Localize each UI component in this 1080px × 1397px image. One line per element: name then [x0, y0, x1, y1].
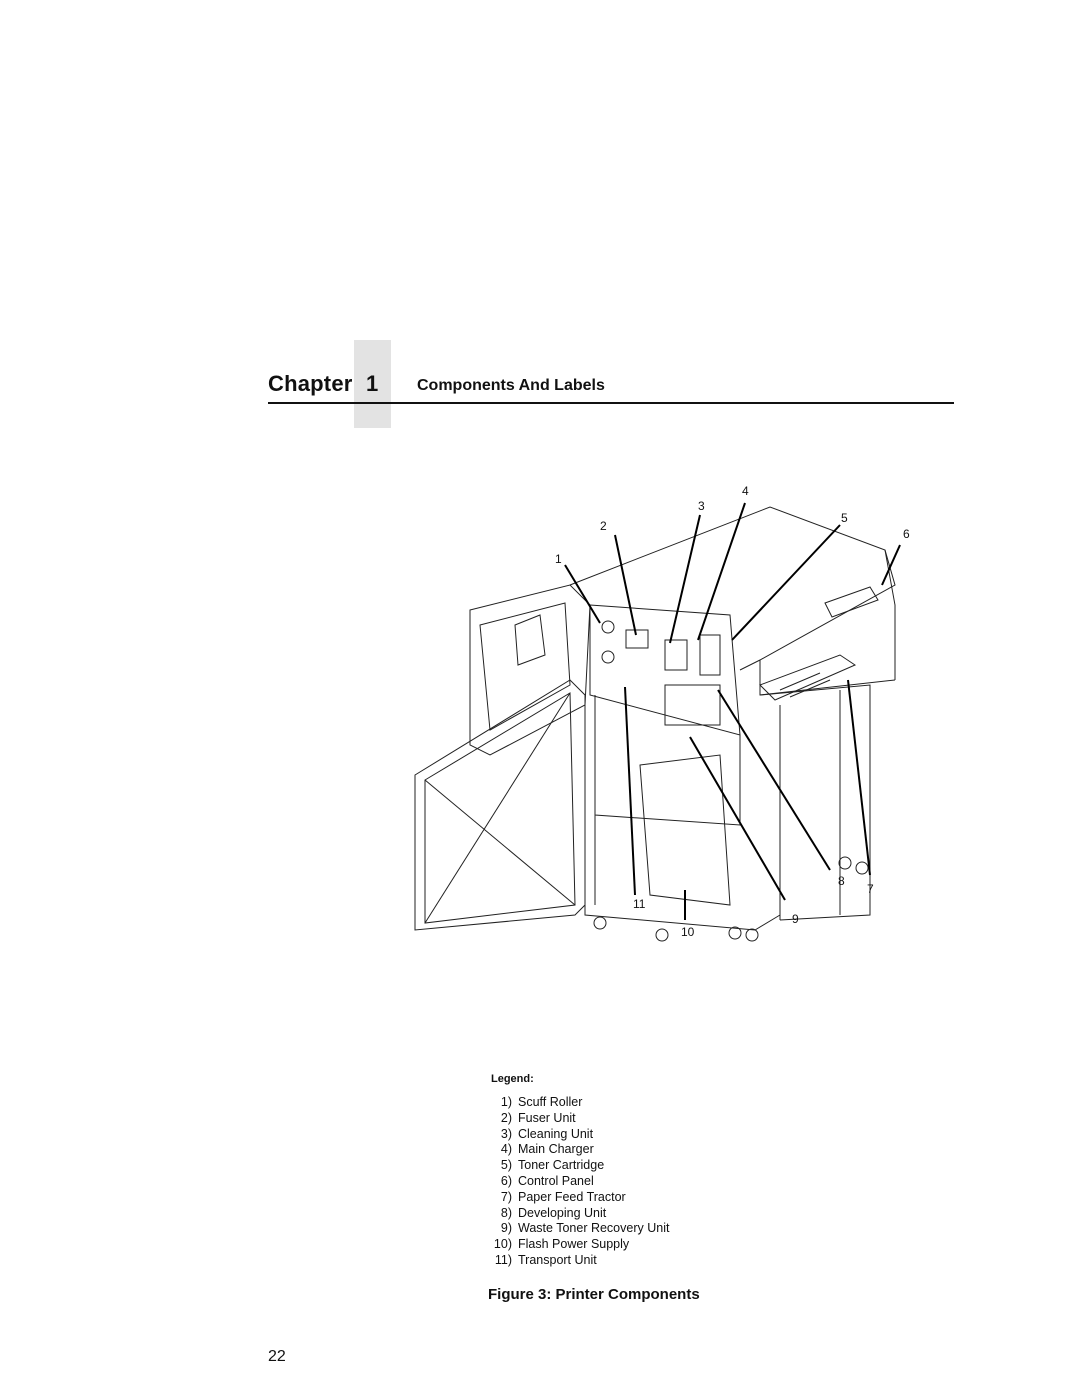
legend-item-label: Developing Unit — [518, 1205, 607, 1220]
legend-item-label: Waste Toner Recovery Unit — [518, 1221, 670, 1236]
callout-2: 2 — [600, 519, 607, 533]
legend-item-label: Control Panel — [518, 1173, 594, 1188]
legend-item-label: Fuser Unit — [518, 1110, 576, 1125]
legend-item-number: 9) — [500, 1221, 512, 1236]
legend-item-number: 1) — [500, 1095, 512, 1109]
callout-6: 6 — [903, 527, 910, 541]
legend-item-number: 4) — [500, 1142, 512, 1157]
legend-item-label: Main Charger — [518, 1142, 594, 1157]
page-number: 22 — [268, 1348, 286, 1365]
callout-11: 11 — [633, 897, 646, 911]
legend-item-number: 3) — [500, 1126, 512, 1141]
callout-10: 10 — [681, 925, 695, 939]
figure-caption: Figure 3: Printer Components — [488, 1286, 700, 1303]
legend-item: 7) Paper Feed Tractor — [488, 1190, 669, 1206]
legend-item-number: 2) — [500, 1110, 512, 1125]
legend-item-number: 6) — [500, 1173, 512, 1188]
legend-item-number: 5) — [500, 1158, 512, 1173]
legend-item: 4) Main Charger — [488, 1142, 669, 1158]
legend-item: 11) Transport Unit — [488, 1253, 669, 1269]
legend-item-label: Cleaning Unit — [518, 1126, 594, 1141]
legend-item: 1) Scuff Roller — [488, 1095, 669, 1111]
legend-list: 1) Scuff Roller 2) Fuser Unit 3) Cleaning U… — [488, 1095, 670, 1269]
legend-item: 2) Fuser Unit — [488, 1111, 669, 1127]
legend-item: 10) Flash Power Supply — [488, 1237, 669, 1253]
chapter-tab — [354, 340, 391, 428]
callout-5: 5 — [841, 511, 848, 525]
legend-item: 9) Waste Toner Recovery Unit — [488, 1221, 670, 1237]
legend-item-label: Transport Unit — [518, 1252, 597, 1267]
callout-3: 3 — [698, 499, 705, 513]
legend-item-label: Scuff Roller — [518, 1095, 583, 1109]
legend-title: Legend: — [491, 1073, 534, 1085]
callout-9: 9 — [792, 912, 799, 926]
legend-item-number: 7) — [500, 1189, 512, 1204]
callout-8: 8 — [838, 874, 845, 888]
legend-item: 6) Control Panel — [488, 1174, 669, 1190]
callout-1: 1 — [555, 552, 562, 566]
legend-item: 5) Toner Cartridge — [488, 1158, 669, 1174]
legend-item-label: Flash Power Supply — [518, 1237, 630, 1252]
legend-item-number: 10) — [493, 1237, 512, 1252]
chapter-label: Chapter — [268, 371, 353, 396]
chapter-number: 1 — [366, 371, 379, 396]
legend-item: 3) Cleaning Unit — [488, 1127, 669, 1143]
legend-item-number: 8) — [500, 1205, 512, 1220]
legend-item-number: 11) — [494, 1252, 512, 1267]
legend-item-label: Toner Cartridge — [518, 1158, 605, 1173]
section-title: Components And Labels — [417, 377, 605, 394]
printer-illustration: 1 2 3 4 5 6 7 8 9 10 11 — [414, 484, 910, 942]
callout-4: 4 — [742, 484, 749, 498]
legend-item: 8) Developing Unit — [488, 1206, 669, 1222]
legend-item-label: Paper Feed Tractor — [518, 1189, 626, 1204]
header-rule — [268, 402, 954, 404]
printer-components-figure: 1 2 3 4 5 6 7 8 9 10 11 — [400, 475, 940, 945]
callout-7: 7 — [867, 882, 874, 896]
